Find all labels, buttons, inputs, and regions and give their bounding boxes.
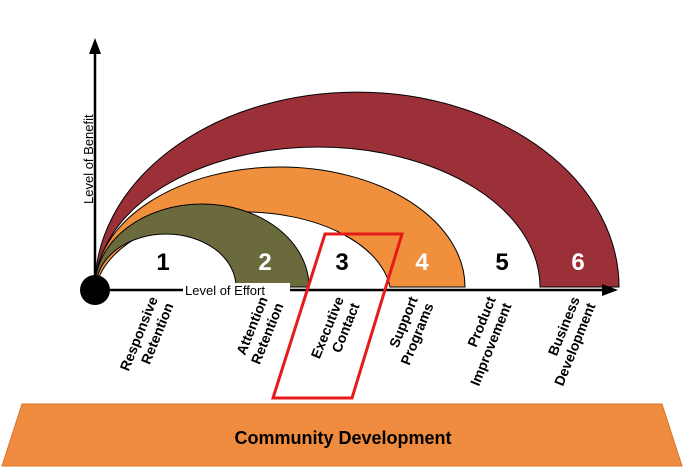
x-axis-label: Level of Effort <box>185 283 265 298</box>
stage-label-3: Executive Contact <box>307 294 362 361</box>
stage-number-3: 3 <box>335 249 348 276</box>
highlight-outline-stage-3 <box>270 232 405 400</box>
arc-large <box>94 91 620 288</box>
base-label: Community Development <box>234 428 451 448</box>
stage-number-6: 6 <box>571 249 584 276</box>
stage-number-2: 2 <box>258 249 271 276</box>
y-axis-arrowhead <box>89 38 101 54</box>
origin-dot <box>80 275 110 305</box>
stage-number-5: 5 <box>495 249 508 276</box>
arc-small <box>94 203 310 288</box>
stage-label-2: Attention Retention <box>233 294 287 366</box>
stage-number-1: 1 <box>156 249 169 276</box>
x-axis-label-bg <box>183 283 290 298</box>
x-axis-arrowhead <box>602 284 618 296</box>
base-trapezoid <box>1 403 683 467</box>
stage-label-1: Responsive Retention <box>117 294 177 373</box>
stage-number-4: 4 <box>415 249 429 276</box>
stage-label-5: Product Improvement <box>464 294 515 388</box>
stage-label-6: Business Development <box>545 294 599 388</box>
stage-label-4: Support Programs <box>386 294 437 367</box>
y-axis-label: Level of Benefit <box>81 114 96 204</box>
